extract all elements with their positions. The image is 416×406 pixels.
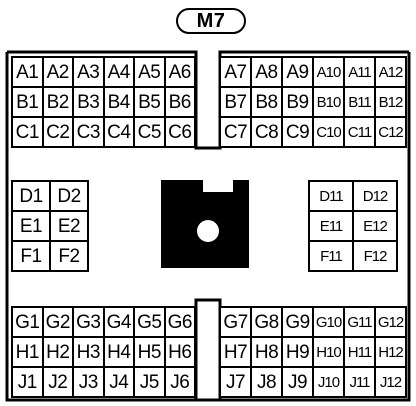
pin-h12: H12 (374, 336, 407, 368)
pin-h9: H9 (281, 336, 314, 368)
pin-j7: J7 (219, 366, 252, 398)
pin-j11: J11 (343, 366, 376, 398)
pin-c12: C12 (374, 116, 407, 148)
pin-b6: B6 (163, 86, 196, 118)
pin-a6: A6 (163, 56, 196, 88)
pin-c11: C11 (343, 116, 376, 148)
pin-d2: D2 (49, 180, 89, 212)
pin-c9: C9 (281, 116, 314, 148)
pin-b9: B9 (281, 86, 314, 118)
key-notch (201, 180, 235, 194)
pin-a3: A3 (72, 56, 105, 88)
pin-g2: G2 (41, 306, 74, 338)
pin-a10: A10 (312, 56, 345, 88)
pin-c5: C5 (133, 116, 166, 148)
pin-b7: B7 (219, 86, 252, 118)
pin-e1: E1 (11, 210, 51, 242)
pin-g6: G6 (163, 306, 196, 338)
pin-g4: G4 (102, 306, 135, 338)
pin-a4: A4 (102, 56, 135, 88)
pin-h7: H7 (219, 336, 252, 368)
pin-d11: D11 (308, 180, 354, 212)
pin-h5: H5 (133, 336, 166, 368)
pin-j8: J8 (250, 366, 283, 398)
pin-a2: A2 (41, 56, 74, 88)
pin-a8: A8 (250, 56, 283, 88)
pin-b2: B2 (41, 86, 74, 118)
key-hole (197, 220, 219, 242)
pin-h6: H6 (163, 336, 196, 368)
pin-c1: C1 (11, 116, 44, 148)
pin-b10: B10 (312, 86, 345, 118)
pin-a1: A1 (11, 56, 44, 88)
pin-a9: A9 (281, 56, 314, 88)
pin-h11: H11 (343, 336, 376, 368)
pin-g9: G9 (281, 306, 314, 338)
pin-b1: B1 (11, 86, 44, 118)
pin-g10: G10 (312, 306, 345, 338)
pin-c3: C3 (72, 116, 105, 148)
pin-b3: B3 (72, 86, 105, 118)
pin-b4: B4 (102, 86, 135, 118)
pin-g11: G11 (343, 306, 376, 338)
pin-g8: G8 (250, 306, 283, 338)
pin-f11: F11 (308, 240, 354, 272)
pin-j5: J5 (133, 366, 166, 398)
pin-g5: G5 (133, 306, 166, 338)
pin-e12: E12 (352, 210, 398, 242)
pin-g1: G1 (11, 306, 44, 338)
pin-d12: D12 (352, 180, 398, 212)
pin-b5: B5 (133, 86, 166, 118)
pin-h1: H1 (11, 336, 44, 368)
pin-j1: J1 (11, 366, 44, 398)
pin-g3: G3 (72, 306, 105, 338)
pin-h10: H10 (312, 336, 345, 368)
pin-c10: C10 (312, 116, 345, 148)
pin-j4: J4 (102, 366, 135, 398)
pin-c4: C4 (102, 116, 135, 148)
pin-a7: A7 (219, 56, 252, 88)
pin-g7: G7 (219, 306, 252, 338)
pin-f12: F12 (352, 240, 398, 272)
polarization-key (161, 180, 249, 268)
pin-c8: C8 (250, 116, 283, 148)
pin-j12: J12 (374, 366, 407, 398)
connector-label: M7 (176, 8, 246, 34)
pin-a12: A12 (374, 56, 407, 88)
pin-c6: C6 (163, 116, 196, 148)
pin-h4: H4 (102, 336, 135, 368)
pin-j2: J2 (41, 366, 74, 398)
pin-h8: H8 (250, 336, 283, 368)
pin-f2: F2 (49, 240, 89, 272)
pin-h3: H3 (72, 336, 105, 368)
pin-a11: A11 (343, 56, 376, 88)
pin-a5: A5 (133, 56, 166, 88)
pin-j6: J6 (163, 366, 196, 398)
pin-b11: B11 (343, 86, 376, 118)
pin-e11: E11 (308, 210, 354, 242)
pin-c2: C2 (41, 116, 74, 148)
pin-e2: E2 (49, 210, 89, 242)
pin-b8: B8 (250, 86, 283, 118)
pin-j3: J3 (72, 366, 105, 398)
pin-d1: D1 (11, 180, 51, 212)
pin-g12: G12 (374, 306, 407, 338)
pin-h2: H2 (41, 336, 74, 368)
pin-c7: C7 (219, 116, 252, 148)
pin-j10: J10 (312, 366, 345, 398)
pin-b12: B12 (374, 86, 407, 118)
pin-j9: J9 (281, 366, 314, 398)
pin-f1: F1 (11, 240, 51, 272)
